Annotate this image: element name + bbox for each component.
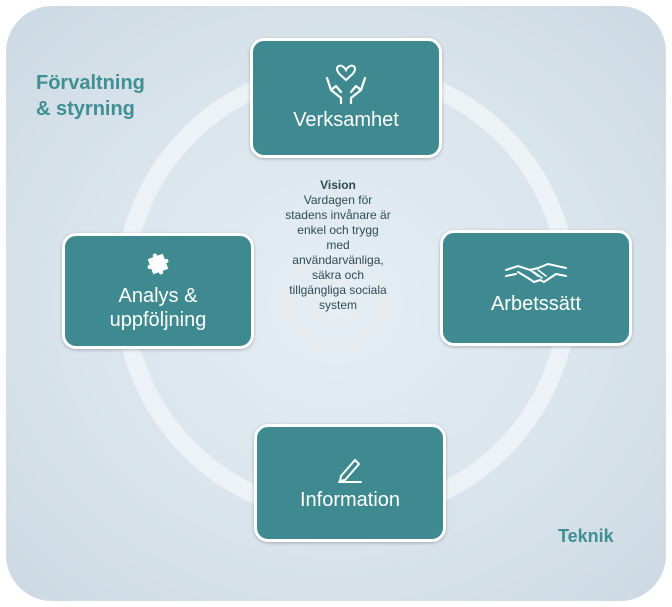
tile-verksamhet: Verksamhet (250, 38, 442, 158)
heart-hands-icon (325, 64, 367, 104)
vision-text: Vardagen för stadens invånare är enkel o… (285, 193, 391, 312)
puzzle-icon (147, 253, 169, 275)
vision-title: Vision (320, 178, 356, 192)
tile-label: Arbetssätt (490, 293, 582, 315)
tile-label: Verksamhet (293, 109, 399, 131)
tile-label: Information (299, 489, 401, 511)
corner-label-teknik: Teknik (558, 526, 614, 546)
vision-block: Vision Vardagen för stadens invånare är … (268, 178, 408, 313)
corner-label-forvaltning: Förvaltning & styrning (36, 72, 145, 120)
handshake-icon (505, 262, 567, 284)
pen-icon (338, 459, 362, 483)
tile-analys: Analys & uppföljning (62, 233, 254, 349)
tile-label: Analys & uppföljning (109, 285, 207, 331)
tile-arbetssatt: Arbetssätt (440, 230, 632, 346)
tile-information: Information (254, 424, 446, 542)
